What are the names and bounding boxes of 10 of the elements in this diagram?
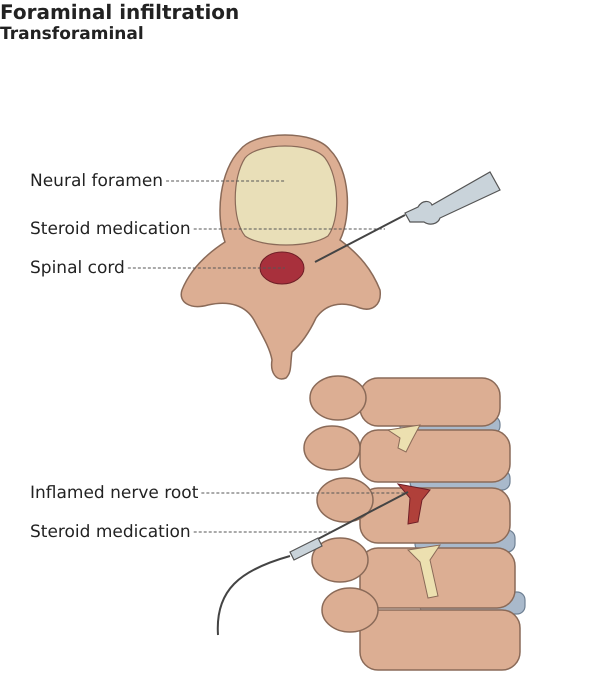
leader-line — [200, 492, 406, 494]
leader-line — [193, 228, 386, 230]
part-label: Steroid medication — [30, 219, 191, 239]
part-label: Spinal cord — [30, 258, 125, 278]
part-label: Inflamed nerve root — [30, 483, 198, 503]
part-label: Neural foramen — [30, 171, 164, 191]
title: Foraminal infiltration — [0, 0, 240, 24]
part-label: Steroid medication — [30, 522, 191, 542]
leader-line — [166, 180, 286, 182]
subheading: Transforaminal — [0, 24, 145, 44]
